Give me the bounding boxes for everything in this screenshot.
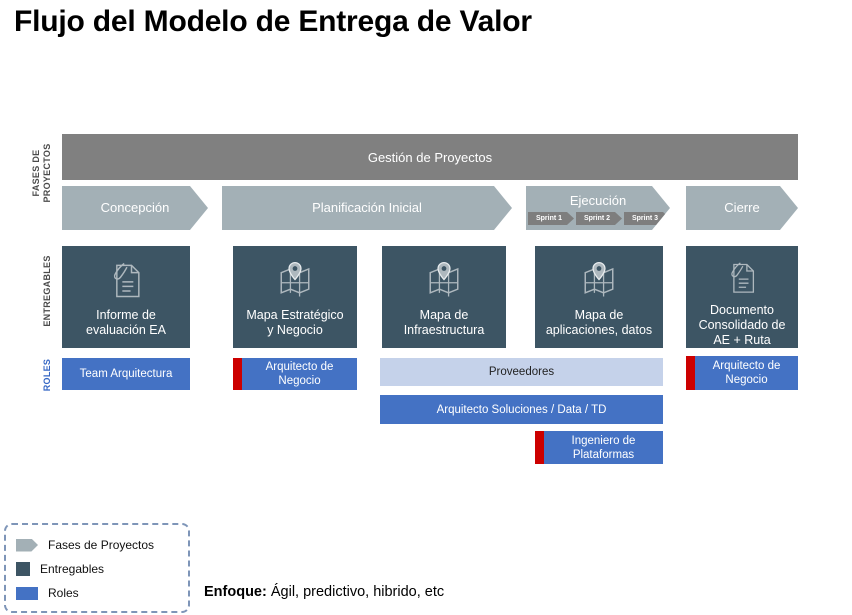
deliverable-label: Informe de evaluación EA — [86, 308, 166, 337]
role-accent-bar — [686, 356, 695, 390]
phase-label: Cierre — [724, 200, 760, 215]
deliverable-informe-evaluacion-ea[interactable]: Informe de evaluación EA — [62, 246, 190, 348]
deliverable-documento-consolidado-ae-ruta[interactable]: Documento Consolidado de AE + Ruta — [686, 246, 798, 348]
phase-label: Ejecución — [569, 193, 627, 208]
legend-item-roles: Roles — [16, 581, 178, 605]
role-label: Ingeniero de Plataformas — [571, 434, 636, 461]
sprint-chevron-3[interactable]: Sprint 3 — [624, 212, 670, 225]
legend-label: Entregables — [40, 562, 105, 576]
phase-ejecucion[interactable]: Ejecución Sprint 1 Sprint 2 Sprint 3 — [526, 186, 670, 230]
deliverable-label: Mapa de aplicaciones, datos — [545, 308, 653, 337]
phase-cierre[interactable]: Cierre — [686, 186, 798, 230]
role-label: Team Arquitectura — [79, 368, 173, 380]
role-proveedores[interactable]: Proveedores — [380, 358, 663, 386]
role-ingeniero-de-plataformas[interactable]: Ingeniero de Plataformas — [535, 431, 663, 464]
management-bar: Gestión de Proyectos — [62, 134, 798, 180]
deliverable-mapa-aplicaciones-datos[interactable]: Mapa de aplicaciones, datos — [535, 246, 663, 348]
role-arquitecto-de-negocio-cierre[interactable]: Arquitecto de Negocio — [686, 356, 798, 390]
role-team-arquitectura[interactable]: Team Arquitectura — [62, 358, 190, 390]
legend-label: Fases de Proyectos — [48, 538, 155, 552]
phase-label: Planificación Inicial — [312, 200, 422, 215]
phase-label: Concepción — [100, 200, 170, 215]
map-pin-icon — [584, 261, 614, 297]
deliverable-label: Mapa Estratégico y Negocio — [246, 308, 344, 337]
legend-item-fases: Fases de Proyectos — [16, 533, 178, 557]
row-label-entregables: ENTREGABLES — [41, 255, 52, 327]
phase-concepcion[interactable]: Concepción — [62, 186, 208, 230]
role-label: Proveedores — [488, 366, 555, 378]
document-icon — [731, 262, 755, 293]
footnote-value: Ágil, predictivo, hibrido, etc — [266, 584, 445, 600]
role-arquitecto-de-negocio-planificacion[interactable]: Arquitecto de Negocio — [233, 358, 357, 390]
deliverable-mapa-infraestructura[interactable]: Mapa de Infraestructura — [382, 246, 506, 348]
map-pin-icon — [429, 261, 459, 297]
sprint-chevron-2[interactable]: Sprint 2 — [576, 212, 622, 225]
role-bar-swatch-icon — [16, 586, 38, 600]
role-accent-bar — [535, 431, 544, 464]
legend-label: Roles — [48, 586, 79, 600]
row-label-roles: ROLES — [41, 358, 52, 392]
role-accent-bar — [233, 358, 242, 390]
phase-planificacion-inicial[interactable]: Planificación Inicial — [222, 186, 512, 230]
deliverable-square-swatch-icon — [16, 562, 30, 576]
footnote-label: Enfoque: — [204, 584, 267, 600]
role-label: Arquitecto de Negocio — [265, 361, 334, 387]
role-label: Arquitecto de Negocio — [712, 360, 781, 386]
sprint-list: Sprint 1 Sprint 2 Sprint 3 — [526, 212, 670, 225]
sprint-chevron-1[interactable]: Sprint 1 — [528, 212, 574, 225]
phase-arrow-swatch-icon — [16, 538, 38, 552]
deliverable-mapa-estrategico-negocio[interactable]: Mapa Estratégico y Negocio — [233, 246, 357, 348]
map-pin-icon — [280, 261, 310, 297]
role-arquitecto-soluciones-data-td[interactable]: Arquitecto Soluciones / Data / TD — [380, 395, 663, 424]
legend: Fases de Proyectos Entregables Roles — [4, 523, 190, 613]
management-bar-label: Gestión de Proyectos — [367, 149, 493, 165]
deliverable-label: Mapa de Infraestructura — [403, 308, 485, 337]
legend-item-entregables: Entregables — [16, 557, 178, 581]
footnote: Enfoque: Ágil, predictivo, hibrido, etc — [204, 584, 444, 600]
page-title: Flujo del Modelo de Entrega de Valor — [14, 5, 532, 38]
row-label-fases-proyectos: FASES DE PROYECTOS — [31, 143, 52, 203]
document-icon — [113, 262, 140, 298]
role-label: Arquitecto Soluciones / Data / TD — [436, 403, 607, 416]
deliverable-label: Documento Consolidado de AE + Ruta — [698, 303, 786, 347]
